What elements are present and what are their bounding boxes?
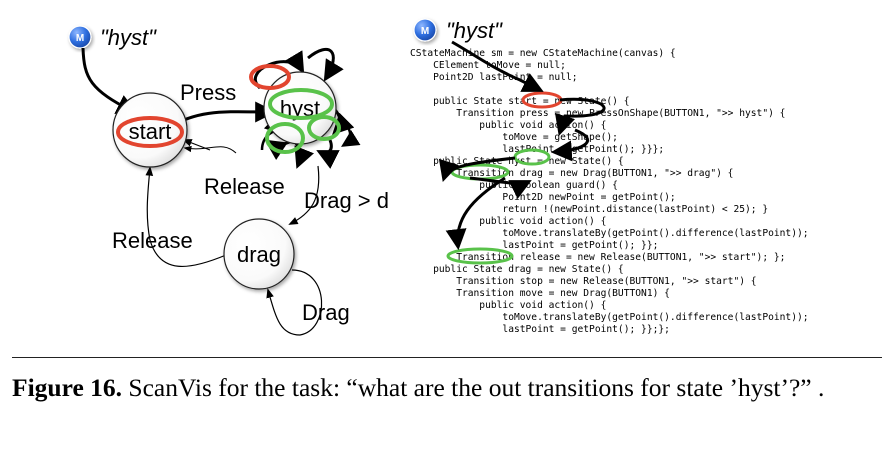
transition-arrow-release-top	[183, 145, 237, 154]
scanpath-segment	[307, 47, 344, 82]
figure-graphic: M "hyst" start hyst	[68, 18, 809, 336]
left-panel: M "hyst" start hyst	[68, 25, 389, 336]
code-line: public void action() {	[410, 216, 606, 227]
right-badge	[413, 18, 437, 42]
green-highlight	[446, 247, 514, 265]
scanpath-segment	[469, 176, 532, 199]
code-line: toMove = getShape();	[410, 132, 618, 143]
code-line: toMove.translateBy(getPoint().difference…	[410, 228, 809, 239]
state-start-label: start	[129, 119, 172, 144]
label-press: Press	[180, 80, 236, 105]
label-drag-gt-d: Drag > d	[304, 188, 389, 213]
green-highlight	[307, 115, 341, 141]
label-release-top: Release	[204, 174, 285, 199]
green-highlight	[268, 88, 334, 120]
code-line: toMove.translateBy(getPoint().difference…	[410, 312, 809, 323]
right-badge-letter: M	[421, 26, 429, 37]
code-line: return !(newPoint.distance(lastPoint) < …	[410, 204, 768, 215]
code-line: public State start = new State() {	[410, 96, 630, 107]
state-drag: drag	[223, 218, 295, 290]
right-panel-title: "hyst"	[446, 18, 503, 43]
green-highlight	[265, 122, 305, 154]
code-line: CStateMachine sm = new CStateMachine(can…	[410, 48, 676, 59]
code-line: Transition move = new Drag(BUTTON1) {	[410, 288, 670, 299]
transition-arrow-drag-loop	[266, 269, 323, 336]
caption-text: ScanVis for the task: “what are the out …	[122, 373, 825, 402]
red-highlight	[249, 64, 291, 90]
scanpath-segment	[438, 156, 516, 183]
scanpath-segment	[294, 141, 314, 169]
code-line: lastPoint = getPoint(); }};};	[410, 324, 670, 335]
code-line: Transition stop = new Release(BUTTON1, "…	[410, 276, 757, 287]
code-listing: CStateMachine sm = new CStateMachine(can…	[410, 48, 809, 335]
code-line: Point2D newPoint = getPoint();	[410, 192, 676, 203]
left-badge	[68, 25, 92, 49]
code-line: Transition release = new Release(BUTTON1…	[410, 252, 785, 263]
figure-caption: Figure 16. ScanVis for the task: “what a…	[12, 372, 882, 404]
caption-rule	[12, 357, 882, 358]
label-release-left: Release	[112, 228, 193, 253]
red-highlight	[116, 116, 184, 148]
transition-arrow-drag-gt-d	[288, 165, 320, 225]
label-drag-loop: Drag	[302, 300, 350, 325]
left-panel-title: "hyst"	[100, 25, 157, 50]
green-highlight	[513, 148, 551, 166]
state-drag-label: drag	[237, 242, 281, 267]
transition-arrow-release-to-start	[182, 139, 211, 151]
scanpath-segment	[445, 176, 506, 251]
code-line: public void action() {	[410, 300, 606, 311]
state-start: start	[112, 92, 188, 168]
code-line: public void action() {	[410, 120, 606, 131]
scanpath-segment	[341, 123, 361, 147]
scanpath-segment	[316, 139, 340, 169]
scanpath-segment	[451, 40, 544, 92]
state-hyst: hyst	[249, 64, 341, 154]
code-line: Transition drag = new Drag(BUTTON1, ">> …	[410, 168, 733, 179]
code-line: lastPoint = getPoint(); }};	[410, 240, 658, 251]
code-line: Point2D lastPoint = null;	[410, 72, 578, 83]
scanpath-segment	[554, 97, 606, 137]
scanpath-segment	[550, 128, 590, 162]
caption-label: Figure 16.	[12, 373, 123, 402]
transition-arrow-release-left	[145, 166, 227, 268]
left-badge-letter: M	[76, 33, 84, 44]
right-panel: M "hyst" CStateMachine sm = new CStateMa…	[410, 18, 809, 335]
code-line: CElement toMove = null;	[410, 60, 566, 71]
code-line: public State drag = new State() {	[410, 264, 624, 275]
